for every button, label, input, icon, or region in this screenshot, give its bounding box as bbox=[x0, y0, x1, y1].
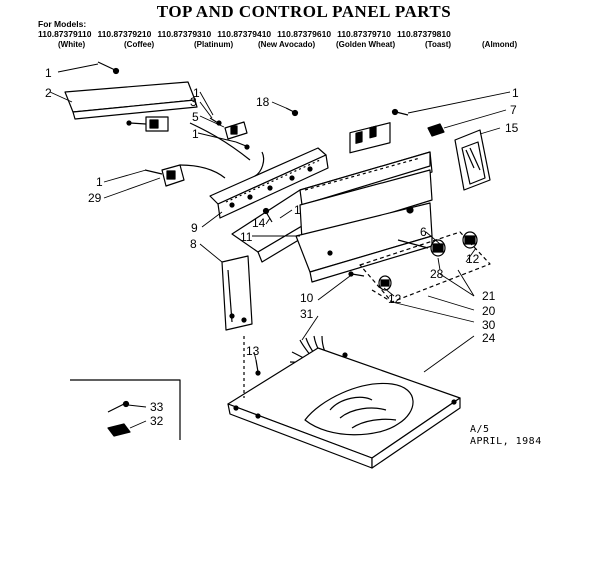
callout-33: 33 bbox=[150, 400, 164, 414]
part-clip bbox=[427, 123, 445, 137]
model-color: (New Avocado) bbox=[258, 40, 316, 49]
model-color: (Almond) bbox=[482, 40, 518, 49]
callout-6: 6 bbox=[420, 225, 427, 239]
callout-24: 24 bbox=[482, 331, 496, 345]
callout-7: 7 bbox=[510, 103, 517, 117]
model-numbers-row: 110.87379110 110.87379210 110.87379310 1… bbox=[38, 29, 451, 39]
callout-8: 8 bbox=[190, 237, 197, 251]
model-number: 110.87379710 bbox=[337, 29, 391, 39]
model-color: (Coffee) bbox=[124, 40, 155, 49]
callout-2: 2 bbox=[45, 86, 52, 100]
callout-13: 13 bbox=[246, 344, 260, 358]
callout-15: 15 bbox=[505, 121, 519, 135]
callout-9: 9 bbox=[191, 221, 198, 235]
model-number: 110.87379410 bbox=[217, 29, 272, 39]
part-screw bbox=[285, 107, 299, 117]
part-screw bbox=[255, 359, 261, 376]
part-trim-strip bbox=[64, 81, 198, 120]
part-top-lid bbox=[227, 347, 461, 469]
part-console-panel bbox=[295, 122, 433, 283]
callout-29: 29 bbox=[88, 191, 102, 205]
callout-30: 30 bbox=[482, 318, 496, 332]
part-switch bbox=[144, 164, 185, 187]
callout-12: 12 bbox=[388, 292, 402, 306]
model-color: (Toast) bbox=[425, 40, 452, 49]
callout-11: 11 bbox=[240, 230, 253, 244]
callout-5: 5 bbox=[192, 110, 199, 124]
part-screw bbox=[235, 141, 250, 150]
callout-18: 18 bbox=[256, 95, 270, 109]
part-knob bbox=[430, 239, 446, 257]
part-control-panel bbox=[209, 147, 329, 219]
callout-20: 20 bbox=[482, 304, 496, 318]
callout-1: 1 bbox=[193, 86, 200, 100]
callout-10: 10 bbox=[300, 291, 314, 305]
part-bracket bbox=[224, 121, 248, 140]
callout-31: 31 bbox=[300, 307, 314, 321]
model-number: 110.87379110 bbox=[38, 29, 92, 39]
part-clip bbox=[107, 423, 131, 437]
callout-32: 32 bbox=[150, 414, 164, 428]
part-screw bbox=[262, 207, 273, 223]
model-number: 110.87379610 bbox=[277, 29, 332, 39]
callout-1: 1 bbox=[45, 66, 52, 80]
models-label: For Models: bbox=[38, 19, 87, 29]
part-knob bbox=[462, 231, 478, 249]
callout-1: 1 bbox=[96, 175, 103, 189]
part-knob bbox=[378, 275, 392, 291]
part-side-cover bbox=[221, 255, 253, 331]
callout-1: 1 bbox=[192, 127, 199, 141]
footer-date: APRIL, 1984 bbox=[470, 436, 542, 447]
part-screw bbox=[391, 108, 409, 116]
footer-code: A/5 bbox=[470, 424, 490, 435]
model-number: 110.87379210 bbox=[97, 29, 152, 39]
part-screw bbox=[97, 61, 120, 75]
callout-3: 3 bbox=[190, 95, 197, 109]
callout-12: 12 bbox=[466, 252, 480, 266]
model-color: (White) bbox=[58, 40, 86, 49]
callout-1: 1 bbox=[512, 86, 519, 100]
part-top-cabinet bbox=[231, 151, 433, 263]
model-number: 110.87379310 bbox=[157, 29, 212, 39]
callout-28: 28 bbox=[430, 267, 444, 281]
model-number: 110.87379810 bbox=[396, 29, 451, 39]
model-color: (Platinum) bbox=[194, 40, 234, 49]
callout-14: 14 bbox=[252, 216, 266, 230]
callout-1: 1 bbox=[294, 203, 301, 217]
part-switch bbox=[126, 116, 169, 132]
part-side-bracket bbox=[454, 129, 491, 191]
callout-21: 21 bbox=[482, 289, 496, 303]
part-screw bbox=[107, 400, 130, 413]
model-color: (Golden Wheat) bbox=[336, 40, 396, 49]
page-title: TOP AND CONTROL PANEL PARTS bbox=[156, 2, 452, 21]
